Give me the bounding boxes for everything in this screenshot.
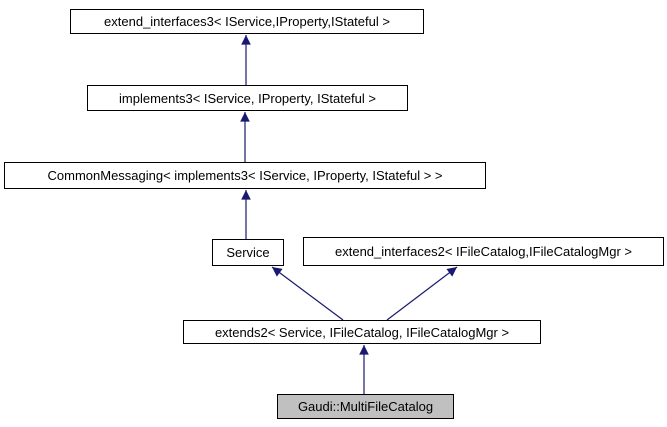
class-node-extend-interfaces3[interactable]: extend_interfaces3< IService,IProperty,I… (70, 9, 424, 34)
class-node-commonmessaging[interactable]: CommonMessaging< implements3< IService, … (4, 162, 486, 189)
inheritance-arrow-extends2-to-extend-interfaces2 (386, 266, 458, 321)
class-node-extends2[interactable]: extends2< Service, IFileCatalog, IFileCa… (183, 320, 541, 344)
inheritance-arrow-extends2-to-service (271, 266, 344, 321)
class-node-gaudi-multifilecatalog: Gaudi::MultiFileCatalog (277, 394, 454, 419)
class-node-implements3[interactable]: implements3< IService, IProperty, IState… (87, 85, 408, 111)
class-node-extend-interfaces2[interactable]: extend_interfaces2< IFileCatalog,IFileCa… (303, 237, 664, 266)
class-node-service[interactable]: Service (212, 239, 284, 266)
